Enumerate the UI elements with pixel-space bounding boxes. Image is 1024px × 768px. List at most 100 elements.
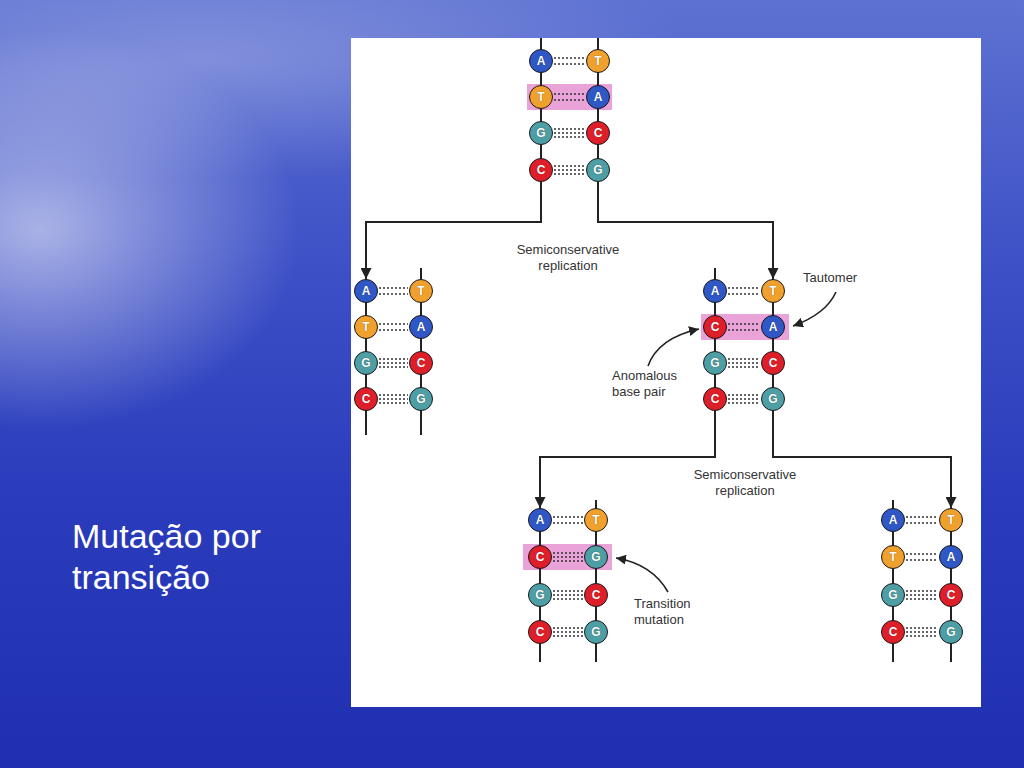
base-letter: G <box>591 626 600 638</box>
base-letter: C <box>594 127 603 139</box>
base-circle: C <box>354 387 378 411</box>
annotation-label: Tautomer <box>803 270 893 286</box>
base-circle: A <box>354 279 378 303</box>
base-circle: G <box>586 158 610 182</box>
base-letter: A <box>417 321 426 333</box>
pair-highlight <box>527 84 612 110</box>
base-circle: T <box>409 279 433 303</box>
base-circle: A <box>939 545 963 569</box>
callout-arrow <box>616 558 668 592</box>
base-circle: G <box>529 121 553 145</box>
base-letter: C <box>537 164 546 176</box>
base-circle: T <box>939 508 963 532</box>
base-letter: A <box>769 321 778 333</box>
base-circle: G <box>584 620 608 644</box>
base-circle: A <box>409 315 433 339</box>
base-circle: G <box>354 351 378 375</box>
base-letter: C <box>947 589 956 601</box>
base-circle: C <box>409 351 433 375</box>
base-letter: G <box>593 164 602 176</box>
base-circle: A <box>703 279 727 303</box>
base-circle: T <box>354 315 378 339</box>
annotation-label: Anomalous base pair <box>612 368 692 401</box>
base-letter: C <box>536 551 545 563</box>
base-circle: T <box>586 49 610 73</box>
base-circle: C <box>529 158 553 182</box>
base-letter: A <box>536 514 545 526</box>
base-circle: G <box>528 583 552 607</box>
hydrogen-bond <box>553 517 583 636</box>
callout-arrow <box>648 329 699 366</box>
base-letter: G <box>710 357 719 369</box>
base-letter: T <box>592 514 599 526</box>
base-letter: T <box>947 514 954 526</box>
base-letter: C <box>536 626 545 638</box>
base-circle: A <box>528 508 552 532</box>
base-circle: G <box>761 387 785 411</box>
replication-arrow <box>366 182 541 279</box>
base-circle: G <box>703 351 727 375</box>
callout-arrows <box>616 292 836 592</box>
base-letter: G <box>361 357 370 369</box>
base-letter: C <box>711 393 720 405</box>
base-letter: C <box>592 589 601 601</box>
base-circle: A <box>761 315 785 339</box>
hydrogen-bond <box>554 58 585 174</box>
slide-title: Mutação por transição <box>72 516 322 599</box>
annotation-label: Transition mutation <box>634 596 714 629</box>
hydrogen-bonds <box>379 58 938 636</box>
base-circle: C <box>584 583 608 607</box>
base-circle: A <box>529 49 553 73</box>
replication-arrow <box>773 411 951 508</box>
pair-highlight <box>523 544 612 570</box>
base-circle: A <box>586 85 610 109</box>
pair-highlight <box>701 314 789 340</box>
base-circle: C <box>528 620 552 644</box>
base-circle: A <box>881 508 905 532</box>
base-letter: G <box>416 393 425 405</box>
base-letter: G <box>946 626 955 638</box>
base-letter: C <box>711 321 720 333</box>
base-circle: G <box>584 545 608 569</box>
base-letter: C <box>769 357 778 369</box>
hydrogen-bond <box>379 288 408 403</box>
hydrogen-bond <box>728 288 760 403</box>
base-letter: C <box>417 357 426 369</box>
base-circle: G <box>939 620 963 644</box>
base-letter: T <box>594 55 601 67</box>
annotation-label: Semiconservative replication <box>502 242 634 275</box>
base-letter: T <box>769 285 776 297</box>
base-letter: A <box>711 285 720 297</box>
base-letter: T <box>537 91 544 103</box>
base-circle: C <box>761 351 785 375</box>
hydrogen-bond <box>906 517 938 636</box>
base-circle: T <box>761 279 785 303</box>
base-letter: T <box>417 285 424 297</box>
base-circle: T <box>881 545 905 569</box>
base-circle: C <box>586 121 610 145</box>
base-letter: T <box>889 551 896 563</box>
base-letter: C <box>362 393 371 405</box>
replication-arrow <box>598 182 773 279</box>
base-letter: A <box>362 285 371 297</box>
callout-arrow <box>793 292 836 326</box>
base-letter: C <box>889 626 898 638</box>
base-letter: A <box>537 55 546 67</box>
base-circle: T <box>529 85 553 109</box>
base-letter: G <box>768 393 777 405</box>
base-circle: C <box>703 387 727 411</box>
base-letter: A <box>889 514 898 526</box>
base-circle: C <box>528 545 552 569</box>
annotation-label: Semiconservative replication <box>679 467 811 500</box>
replication-arrow <box>540 411 715 508</box>
base-letter: A <box>947 551 956 563</box>
base-circle: C <box>939 583 963 607</box>
base-circle: T <box>584 508 608 532</box>
base-circle: G <box>881 583 905 607</box>
base-letter: G <box>591 551 600 563</box>
dna-strand <box>366 38 951 662</box>
